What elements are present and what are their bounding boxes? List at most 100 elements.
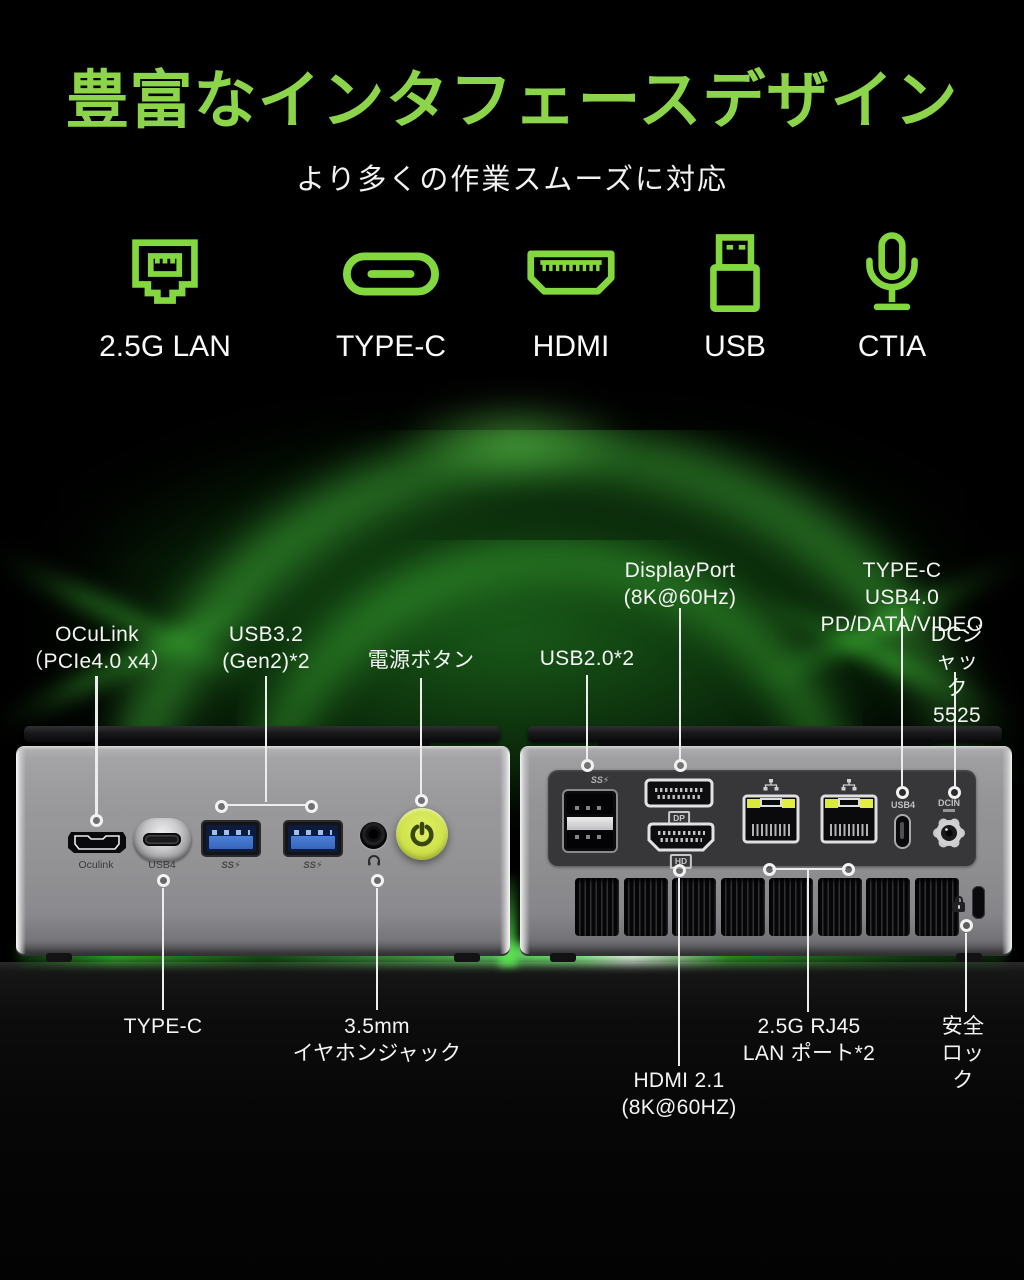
vent-grille xyxy=(817,878,862,936)
callout-line xyxy=(161,888,164,1010)
usb2-port-top xyxy=(567,794,613,814)
device-edge xyxy=(1002,748,1012,954)
callout-dot xyxy=(841,862,855,876)
callout-dot xyxy=(214,799,228,813)
usb4-port-label: USB4 xyxy=(148,859,176,871)
power-button xyxy=(396,808,448,860)
callout-line xyxy=(677,878,680,1066)
lock-icon xyxy=(952,896,965,912)
background-glow-blob xyxy=(395,400,635,480)
displayport-port xyxy=(644,778,714,808)
page-subtitle: より多くの作業スムーズに対応 xyxy=(296,164,728,196)
usb2-divider xyxy=(567,817,613,830)
vent-grille xyxy=(866,878,910,936)
callout-usb20: USB2.0*2 xyxy=(539,647,635,670)
usb4-back-label: USB4 xyxy=(890,800,916,810)
usb-a-port xyxy=(203,822,259,855)
hdmi-icon xyxy=(525,222,617,326)
type-c-icon xyxy=(342,222,440,326)
network-icon xyxy=(763,779,779,791)
callout-dot xyxy=(89,813,103,827)
oculink-port xyxy=(68,832,126,853)
device-foot xyxy=(956,953,982,962)
usb-a-pins xyxy=(294,830,332,835)
device-lid xyxy=(24,726,500,746)
headphone-icon xyxy=(368,855,380,866)
io-panel: SS⚡ DP xyxy=(548,770,976,869)
callout-dot xyxy=(580,758,594,772)
device-foot xyxy=(550,953,576,962)
kensington-slot xyxy=(972,886,985,919)
device-back-panel: SS⚡ DP xyxy=(520,746,1012,962)
rj45-port xyxy=(820,794,878,844)
vent-grille xyxy=(769,878,813,936)
usb-a-tongue xyxy=(209,836,253,849)
page-title: 豊富なインタフェースデザイン xyxy=(65,66,959,136)
callout-dot xyxy=(672,863,686,877)
callout-line xyxy=(419,678,422,794)
callout-line xyxy=(678,608,681,759)
iface-label: HDMI xyxy=(532,330,610,363)
oculink-port-label: Oculink xyxy=(78,859,114,871)
vent-grille xyxy=(914,878,959,936)
callout-line xyxy=(772,867,846,870)
audio-jack-port xyxy=(360,822,387,849)
iface-item-lan: 2.5G LAN xyxy=(70,222,260,364)
callout-typec-usb4: TYPE-C USB4.0 PD/DATA/VIDEO xyxy=(820,559,984,636)
lan-icon xyxy=(127,222,203,326)
callout-line xyxy=(953,672,956,786)
usb-a-port xyxy=(285,822,341,855)
callout-line xyxy=(900,608,903,786)
dcin-text: DCIN xyxy=(938,798,960,808)
usb-ss-label: SS⚡ xyxy=(590,775,610,785)
usb-ss-label: SS⚡ xyxy=(303,860,323,871)
callout-dot xyxy=(414,793,428,807)
background-vignette xyxy=(0,290,130,790)
usb-pins xyxy=(575,835,605,839)
vent-grille xyxy=(575,878,619,936)
mini-pc-back: SS⚡ DP xyxy=(520,726,1012,964)
callout-dot xyxy=(947,785,961,799)
iface-item-hdmi: HDMI xyxy=(476,222,666,364)
type-c-slot xyxy=(143,833,181,846)
callout-line xyxy=(224,803,308,806)
iface-item-typec: TYPE-C xyxy=(296,222,486,364)
rj45-port xyxy=(742,794,800,844)
power-icon xyxy=(410,821,434,847)
callout-dot xyxy=(673,758,687,772)
device-front-panel: Oculink USB4 SS⚡ SS⚡ xyxy=(16,746,510,962)
vent-grille xyxy=(623,878,668,936)
usb4-type-c-port xyxy=(133,818,192,862)
callout-line xyxy=(806,870,809,1012)
network-icon xyxy=(841,779,857,791)
callout-line xyxy=(585,675,588,759)
callout-oculink: OCuLink （PCIe4.0 x4） xyxy=(22,623,172,673)
table-surface xyxy=(0,962,1024,1280)
callout-line xyxy=(264,676,267,802)
iface-label: USB xyxy=(704,330,766,363)
usb4-type-c-port xyxy=(894,814,911,849)
dcin-sub-mark xyxy=(943,809,955,812)
device-edge xyxy=(520,748,530,954)
callout-dc-jack: DCジャッ ク5525 xyxy=(930,623,984,727)
device-foot xyxy=(46,953,72,962)
callout-audio-jack: 3.5mm イヤホンジャック xyxy=(292,1015,462,1065)
device-foot xyxy=(454,953,480,962)
iface-label: CTIA xyxy=(857,330,927,363)
usb2-port-bottom xyxy=(567,831,613,848)
callout-power: 電源ボタン xyxy=(367,649,475,672)
callout-dot xyxy=(895,785,909,799)
iface-label: 2.5G LAN xyxy=(99,330,231,363)
usb-ss-label: SS⚡ xyxy=(221,860,241,871)
usb-icon xyxy=(705,222,765,326)
callout-dot xyxy=(370,873,384,887)
callout-line xyxy=(964,933,967,1012)
mini-pc-front: Oculink USB4 SS⚡ SS⚡ xyxy=(16,726,510,964)
callout-line xyxy=(375,888,378,1010)
iface-item-usb: USB xyxy=(640,222,830,364)
usb-pins xyxy=(575,806,605,810)
callout-displayport: DisplayPort (8K@60Hz) xyxy=(623,559,737,609)
callout-dot xyxy=(762,862,776,876)
callout-typec-front: TYPE-C xyxy=(123,1015,203,1038)
